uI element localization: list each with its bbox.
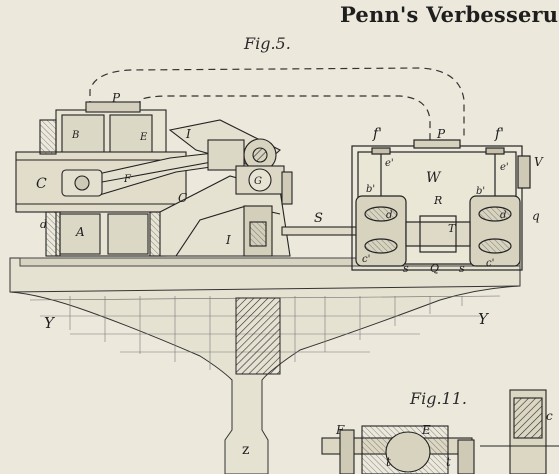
- dashed-connecting-pipe: [89, 67, 465, 140]
- label-R: R: [433, 194, 442, 207]
- label-b1-left: b': [366, 184, 375, 195]
- label-F: F: [123, 174, 132, 185]
- label-fig11-E: E: [421, 423, 431, 437]
- label-d-right: d: [500, 210, 506, 221]
- label-fig11-c: c: [546, 409, 553, 423]
- engine-frame: [159, 165, 293, 257]
- fig11-mechanism: F E t t c: [321, 389, 559, 474]
- label-e1-right: e': [500, 162, 509, 173]
- label-s-right: s: [459, 262, 465, 275]
- figure-caption-fig5: Fig.5.: [244, 34, 291, 53]
- label-fig11-t-right: t: [446, 455, 451, 469]
- label-S: S: [314, 211, 323, 226]
- label-c1-left: c': [362, 254, 370, 265]
- pump-chamber: [351, 139, 531, 271]
- label-fig11-F: F: [335, 423, 345, 437]
- label-C-mid: C: [178, 191, 187, 205]
- label-e1-left: e': [385, 158, 394, 169]
- label-I-bottom: I: [225, 233, 231, 247]
- label-Y-left: Y: [44, 314, 56, 332]
- label-C-left: C: [36, 176, 47, 192]
- diagram-labels: P P f' f' e' e' V W b' b' d d R T q c' c…: [36, 91, 544, 458]
- label-T: T: [448, 222, 457, 235]
- label-d-left: d: [386, 210, 392, 221]
- label-I-top: I: [185, 127, 191, 141]
- page-title: Penn's Verbesserun: [340, 2, 559, 27]
- label-E: E: [139, 132, 148, 143]
- label-V: V: [534, 155, 544, 169]
- label-d-small: d: [40, 218, 47, 231]
- label-f1-left: f': [372, 126, 382, 142]
- label-b1-right: b': [476, 186, 485, 197]
- label-W: W: [426, 170, 442, 186]
- label-A: A: [75, 225, 85, 239]
- foundation: [9, 257, 521, 474]
- label-f1-right: f': [494, 126, 504, 142]
- label-z: z: [242, 442, 249, 458]
- label-G: G: [254, 176, 262, 187]
- label-P-left: P: [111, 91, 121, 105]
- figure-caption-fig11: Fig.11.: [410, 389, 467, 408]
- label-P-right: P: [436, 127, 446, 141]
- label-c1-right: c': [486, 258, 494, 269]
- label-B: B: [71, 130, 79, 141]
- label-Q: Q: [430, 262, 439, 275]
- connecting-rod-linkage: [61, 119, 281, 197]
- label-Y-right: Y: [478, 310, 490, 328]
- label-fig11-t-left: t: [386, 455, 391, 469]
- label-s-left: s: [403, 262, 409, 275]
- label-q: q: [532, 209, 540, 223]
